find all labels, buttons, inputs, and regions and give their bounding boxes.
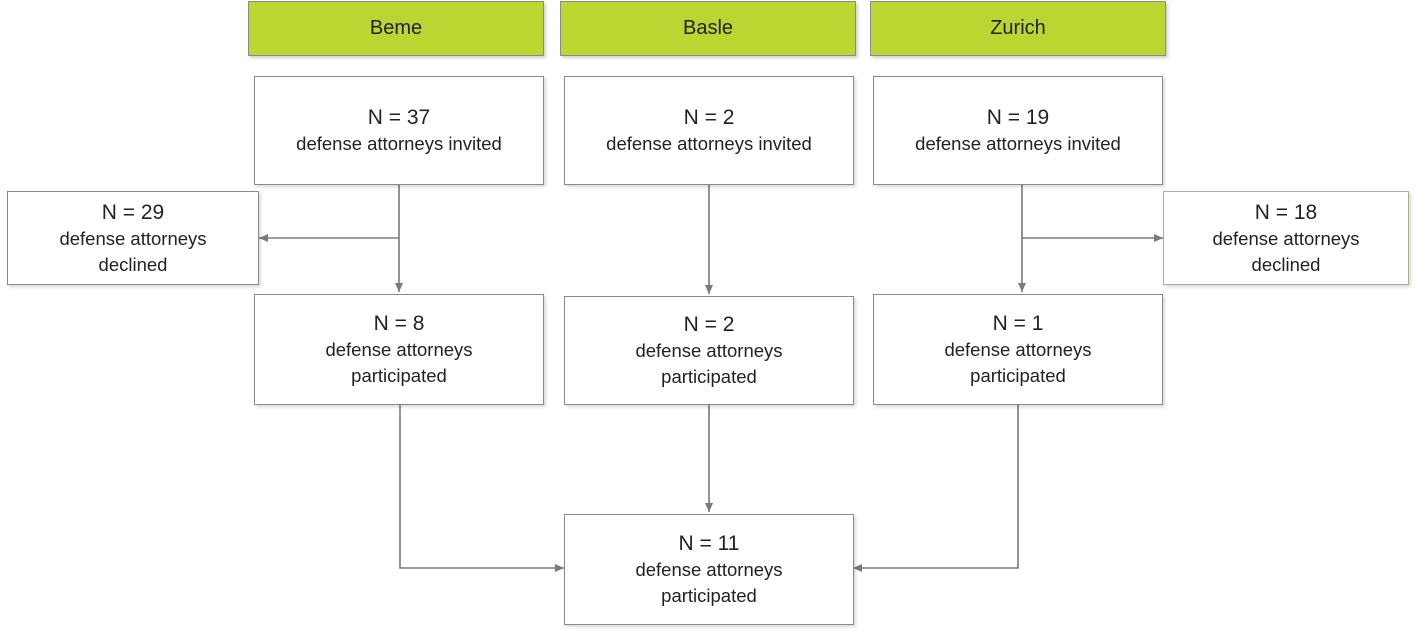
label-berne-participated-line1: defense attorneys: [325, 339, 473, 360]
box-zurich-participated: N = 1 defense attorneys participated: [873, 294, 1163, 405]
box-total-participated: N = 11 defense attorneys participated: [564, 514, 854, 625]
count-basle-invited: N = 2: [683, 106, 735, 129]
count-berne-declined: N = 29: [101, 200, 165, 224]
box-zurich-declined: N = 18 defense attorneys declined: [1163, 191, 1409, 285]
label-basle-invited: defense attorneys invited: [606, 133, 812, 154]
label-zurich-participated-line2: participated: [970, 365, 1066, 386]
label-berne-invited: defense attorneys invited: [296, 133, 502, 154]
label-total-participated-line1: defense attorneys: [635, 559, 783, 580]
label-total-participated-line2: participated: [661, 585, 757, 606]
header-zurich: Zurich: [870, 1, 1166, 56]
box-berne-participated: N = 8 defense attorneys participated: [254, 294, 544, 405]
label-basle-participated-line2: participated: [661, 366, 757, 387]
header-basle: Basle: [560, 1, 856, 56]
box-berne-declined: N = 29 defense attorneys declined: [7, 191, 259, 285]
label-zurich-declined-line2: declined: [1251, 253, 1321, 275]
label-basle-participated-line1: defense attorneys: [635, 340, 783, 361]
box-basle-participated: N = 2 defense attorneys participated: [564, 296, 854, 405]
count-zurich-declined: N = 18: [1254, 200, 1318, 224]
count-berne-invited: N = 37: [367, 106, 431, 129]
count-berne-participated: N = 8: [373, 312, 425, 335]
label-berne-declined-line2: declined: [98, 253, 168, 275]
header-berne: Beme: [248, 1, 544, 56]
label-berne-declined-line1: defense attorneys: [59, 227, 207, 249]
arrow-zurich-to-total: [853, 405, 1019, 572]
label-berne-participated-line2: participated: [351, 365, 447, 386]
label-zurich-declined-line1: defense attorneys: [1212, 227, 1360, 249]
arrow-berne-to-total: [399, 405, 564, 572]
count-total-participated: N = 11: [678, 532, 740, 555]
count-zurich-participated: N = 1: [992, 312, 1044, 335]
box-zurich-invited: N = 19 defense attorneys invited: [873, 76, 1163, 185]
box-basle-invited: N = 2 defense attorneys invited: [564, 76, 854, 185]
label-zurich-participated-line1: defense attorneys: [944, 339, 1092, 360]
label-zurich-invited: defense attorneys invited: [915, 133, 1121, 154]
count-zurich-invited: N = 19: [986, 106, 1050, 129]
box-berne-invited: N = 37 defense attorneys invited: [254, 76, 544, 185]
count-basle-participated: N = 2: [683, 313, 735, 336]
